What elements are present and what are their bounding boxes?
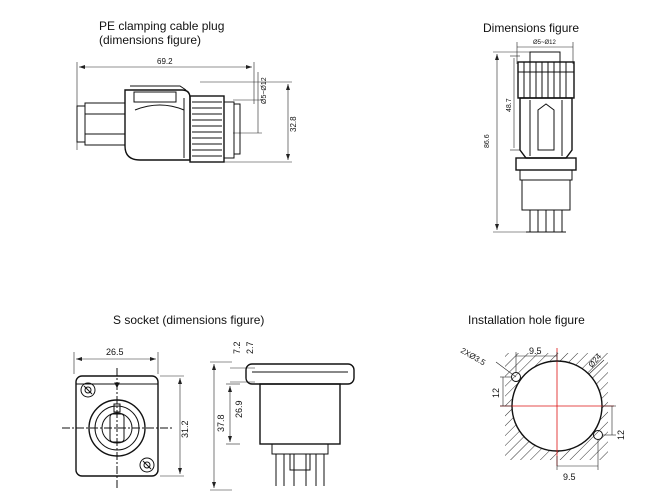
hole-right-offset-label: 12: [616, 430, 626, 440]
pe-plug-height-label: 32.8: [289, 116, 298, 132]
pe-plug-length-label: 69.2: [157, 57, 173, 66]
s-socket-body-label: 26.9: [234, 400, 244, 418]
hole-bottom-offset-label: 9.5: [563, 472, 576, 482]
dimensions-figure-title: Dimensions figure: [483, 21, 580, 35]
pe-plug-title-line1: PE clamping cable plug: [99, 19, 225, 33]
s-socket-title: S socket (dimensions figure): [113, 313, 265, 327]
dimensions-total-label: 86.6: [484, 134, 491, 148]
s-socket-front-view: 26.5 31.2: [62, 347, 190, 490]
s-socket-side-view: 37.8 26.9 7.2 2.7: [210, 341, 355, 491]
s-socket-height-label: 31.2: [180, 420, 190, 438]
pe-plug-knurl: [192, 101, 222, 157]
dimensions-cable-label: Ø5~Ø12: [533, 40, 557, 46]
s-socket-dim-b-label: 2.7: [245, 341, 255, 354]
hole-left-offset-label: 12: [491, 388, 501, 398]
s-socket-dim-a-label: 7.2: [232, 341, 242, 354]
pe-plug-cable-label: Ø5~Ø12: [261, 77, 268, 104]
s-socket-width-label: 26.5: [106, 347, 124, 357]
pe-plug-side-view: 69.2 Ø5~Ø12 32.8: [76, 57, 298, 163]
installation-hole-title: Installation hole figure: [468, 313, 585, 327]
pe-plug-title-line2: (dimensions figure): [99, 33, 202, 47]
hole-top-offset-label: 9.5: [529, 346, 542, 356]
dimensions-figure-view: Ø5~Ø12 86.6 48.7: [484, 40, 577, 233]
hole-screw-label: 2XØ3.5: [459, 346, 487, 368]
dimensions-upper-label: 48.7: [506, 98, 513, 112]
installation-hole-view: 9.5 9.5 12 12 2XØ3.5 Ø24: [459, 346, 626, 482]
s-socket-total-height-label: 37.8: [216, 414, 226, 432]
dimensions-knurl: [523, 62, 567, 98]
